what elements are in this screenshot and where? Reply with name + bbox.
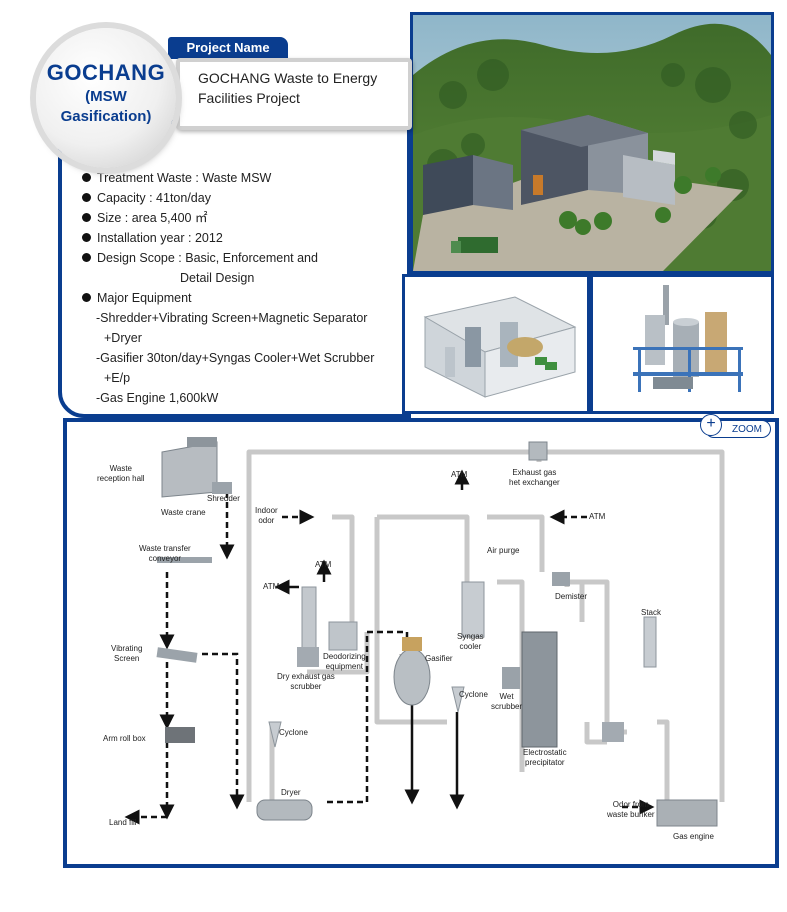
plant-3d-model-photo: [402, 274, 590, 414]
label-demister: Demister: [555, 592, 588, 601]
syngas-cooler-icon: [461, 581, 485, 638]
badge-city: GOCHANG: [46, 60, 166, 85]
facility-aerial-photo: [410, 12, 774, 274]
spec-major: Major Equipment: [82, 288, 407, 308]
spec-size: Size : area 5,400 ㎡: [82, 208, 407, 228]
spec-scope-cont: Detail Design: [180, 271, 255, 285]
label-shredder: Shredder: [207, 494, 240, 503]
label-cyclone-1: Cyclone: [459, 690, 488, 699]
label-cyclone-2: Cyclone: [279, 728, 308, 737]
label-air-purge: Air purge: [487, 546, 520, 555]
precipitator-icon: [521, 631, 558, 748]
heat-exchanger-icon: [528, 441, 548, 461]
deodorizer-icon: [328, 621, 358, 651]
gasifier-icon: [393, 637, 431, 706]
label-gasifier: Gasifier: [425, 654, 453, 663]
spec-year: Installation year : 2012: [82, 228, 407, 248]
wet-scrubber-icon: [502, 667, 520, 689]
spec-eq1-cont: +Dryer: [104, 331, 142, 345]
cyclone-icon-b: [268, 721, 282, 748]
label-atm-1: ATM: [263, 582, 280, 591]
demister-icon: [552, 572, 570, 586]
project-name-tab: Project Name: [168, 37, 288, 59]
gasifier-3d-model-photo: [590, 274, 774, 414]
label-gas-engine: Gas engine: [673, 832, 714, 841]
blower-icon: [602, 722, 624, 742]
bullet-icon: [82, 173, 91, 182]
label-arm-roll-box: Arm roll box: [103, 734, 146, 743]
reception-hall-icon: [161, 437, 218, 498]
label-waste-crane: Waste crane: [161, 508, 206, 517]
bullet-icon: [82, 253, 91, 262]
project-name-line1: GOCHANG Waste to Energy: [198, 70, 378, 86]
spec-eq3: -Gas Engine 1,600kW: [96, 391, 219, 405]
label-dryer: Dryer: [281, 788, 301, 797]
label-atm-4: ATM: [589, 512, 606, 521]
spec-capacity: Capacity : 41ton/day: [82, 188, 407, 208]
spec-list: Treatment Waste : Waste MSW Capacity : 4…: [62, 124, 407, 408]
spec-panel: Treatment Waste : Waste MSW Capacity : 4…: [58, 120, 411, 418]
spec-scope: Design Scope : Basic, Enforcement and: [82, 248, 407, 268]
label-stack: Stack: [641, 608, 662, 617]
bullet-icon: [82, 213, 91, 222]
spec-eq2-cont: +E/p: [104, 371, 131, 385]
stack-icon: [643, 616, 657, 668]
spec-eq1: -Shredder+Vibrating Screen+Magnetic Sepa…: [96, 311, 368, 325]
project-name-box: GOCHANG Waste to Energy Facilities Proje…: [176, 58, 412, 130]
conveyor-icon: [157, 557, 212, 563]
cyclone-icon-a: [451, 686, 465, 713]
gas-engine-icon: [656, 799, 718, 827]
arm-roll-box-icon: [165, 727, 195, 743]
badge-type-line1: (MSW: [85, 88, 127, 105]
spec-eq2: -Gasifier 30ton/day+Syngas Cooler+Wet Sc…: [96, 351, 375, 365]
bullet-icon: [82, 233, 91, 242]
bullet-icon: [82, 293, 91, 302]
label-land-fill: Land fill: [109, 818, 137, 827]
shredder-icon: [212, 482, 232, 494]
bullet-icon: [82, 193, 91, 202]
project-badge: GOCHANG (MSW Gasification): [36, 28, 176, 168]
scrubber-icon: [297, 586, 319, 667]
project-name-line2: Facilities Project: [198, 90, 300, 106]
badge-type-line2: Gasification): [60, 108, 152, 125]
zoom-plus-icon[interactable]: +: [700, 414, 722, 436]
dryer-icon: [256, 799, 313, 821]
label-atm-2: ATM: [315, 560, 332, 569]
spec-treatment: Treatment Waste : Waste MSW: [82, 168, 407, 188]
label-atm-3: ATM: [451, 470, 468, 479]
screen-icon: [156, 647, 198, 663]
